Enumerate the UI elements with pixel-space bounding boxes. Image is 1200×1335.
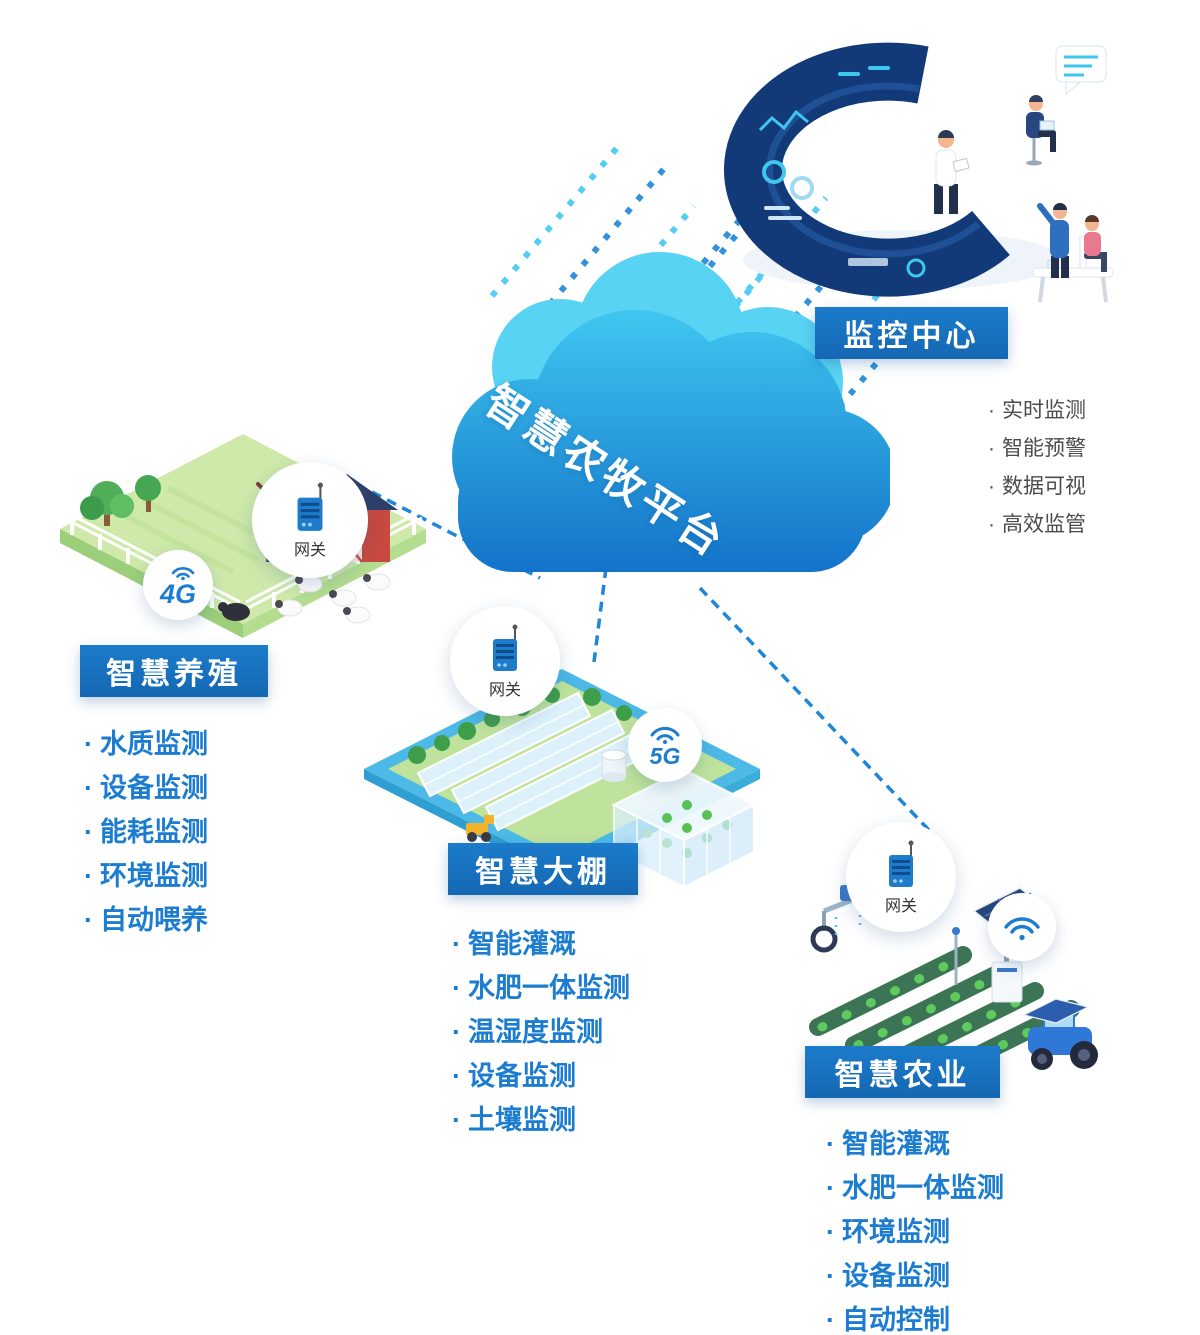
feature-item: 智能灌溉 <box>826 1122 1004 1166</box>
person-presenter-icon <box>934 130 970 214</box>
wifi-arcs-icon <box>650 726 680 744</box>
feature-item: 温湿度监测 <box>452 1010 630 1054</box>
person-laptop-icon <box>1026 95 1056 166</box>
feature-item: 土壤监测 <box>452 1098 630 1142</box>
signal-badge-5g: 5G <box>628 708 702 782</box>
gateway-node-livestock: 网关 <box>252 462 368 578</box>
feature-item: 环境监测 <box>84 854 208 898</box>
cloud-front <box>452 310 896 572</box>
monitoring-feature-list: 实时监测 智能预警 数据可视 高效监管 <box>988 392 1086 544</box>
signal-badge-4g: 4G <box>143 550 213 620</box>
gateway-device-icon <box>493 624 518 671</box>
sensor-pole-icon <box>952 927 960 985</box>
greenhouse-feature-list: 智能灌溉 水肥一体监测 温湿度监测 设备监测 土壤监测 <box>452 922 630 1142</box>
greenhouse-illustration <box>362 655 762 905</box>
feature-item: 智能预警 <box>988 430 1086 468</box>
wifi-icon <box>1004 917 1040 941</box>
gateway-device-icon <box>297 482 323 531</box>
feature-item: 高效监管 <box>988 506 1086 544</box>
feature-item: 自动控制 <box>826 1298 1004 1335</box>
monitoring-center-label: 监控中心 <box>815 307 1008 359</box>
feature-item: 水质监测 <box>84 722 208 766</box>
feature-item: 环境监测 <box>826 1210 1004 1254</box>
tractor-icon <box>1022 998 1098 1070</box>
wifi-arcs-icon <box>171 567 195 580</box>
platform-cloud <box>430 242 896 592</box>
gateway-label: 网关 <box>488 681 521 699</box>
speech-bubble-icon <box>1055 45 1107 96</box>
gateway-node-greenhouse: 网关 <box>450 606 560 716</box>
gateway-label: 网关 <box>884 897 917 915</box>
feature-item: 水肥一体监测 <box>826 1166 1004 1210</box>
badge-text: 5G <box>649 743 681 769</box>
loader-icon <box>466 815 494 842</box>
monitoring-center-illustration <box>688 20 1133 315</box>
feature-item: 能耗监测 <box>84 810 208 854</box>
desk-team-icons <box>1032 203 1114 303</box>
wifi-badge <box>988 893 1056 961</box>
feature-item: 实时监测 <box>988 392 1086 430</box>
feature-item: 设备监测 <box>84 766 208 810</box>
feature-item: 设备监测 <box>452 1054 630 1098</box>
agriculture-label: 智慧农业 <box>805 1046 1000 1098</box>
gateway-node-agriculture: 网关 <box>846 822 956 932</box>
livestock-label: 智慧养殖 <box>80 645 268 697</box>
sheep-icons <box>275 573 391 624</box>
feature-item: 水肥一体监测 <box>452 966 630 1010</box>
livestock-farm-illustration <box>58 412 428 662</box>
feature-item: 设备监测 <box>826 1254 1004 1298</box>
feature-item: 智能灌溉 <box>452 922 630 966</box>
gateway-label: 网关 <box>293 541 326 559</box>
gateway-device-icon <box>889 840 914 887</box>
connector-line <box>698 586 944 846</box>
feature-item: 自动喂养 <box>84 898 208 942</box>
badge-text: 4G <box>159 579 197 609</box>
livestock-feature-list: 水质监测 设备监测 能耗监测 环境监测 自动喂养 <box>84 722 208 942</box>
water-tank-icon <box>601 749 627 782</box>
feature-item: 数据可视 <box>988 468 1086 506</box>
tree-icons <box>80 475 161 526</box>
greenhouse-label: 智慧大棚 <box>448 843 638 895</box>
agriculture-feature-list: 智能灌溉 水肥一体监测 环境监测 设备监测 自动控制 <box>826 1122 1004 1335</box>
curved-dashboard-icon <box>724 42 1010 297</box>
